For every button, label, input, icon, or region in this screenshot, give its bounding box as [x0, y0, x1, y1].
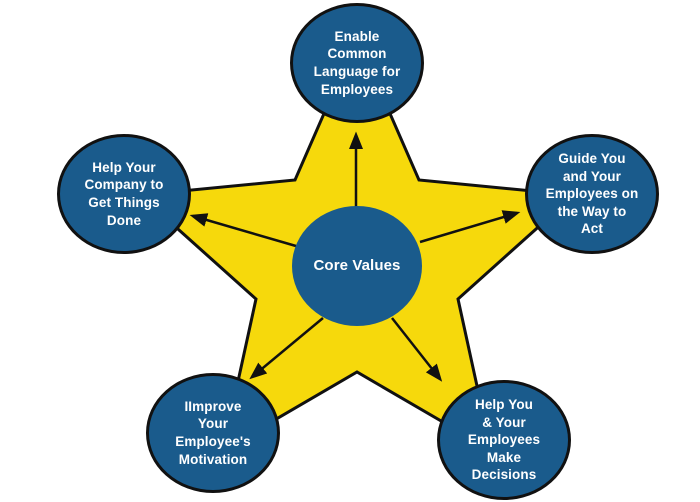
- arrow-center-to-bottom-left: [249, 317, 324, 380]
- node-label: IImprove Your Employee's Motivation: [175, 398, 251, 467]
- node-core-values: Core Values: [292, 206, 422, 326]
- node-label: Core Values: [313, 257, 401, 275]
- node-label: Help You & Your Employees Make Decisions: [467, 397, 541, 483]
- node-guide-way-to-act: Guide You and Your Employees on the Way …: [525, 134, 659, 254]
- node-improve-motivation: IImprove Your Employee's Motivation: [146, 373, 280, 493]
- node-make-decisions: Help You & Your Employees Make Decisions: [437, 380, 571, 500]
- node-label: Enable Common Language for Employees: [313, 28, 401, 97]
- arrow-center-to-bottom-right: [391, 317, 443, 382]
- arrow-center-to-left: [189, 213, 297, 248]
- node-label: Help Your Company to Get Things Done: [84, 159, 164, 228]
- node-enable-common-language: Enable Common Language for Employees: [290, 3, 424, 123]
- node-label: Guide You and Your Employees on the Way …: [545, 151, 639, 237]
- arrow-center-to-right: [419, 210, 521, 244]
- node-help-company-get-things-done: Help Your Company to Get Things Done: [57, 134, 191, 254]
